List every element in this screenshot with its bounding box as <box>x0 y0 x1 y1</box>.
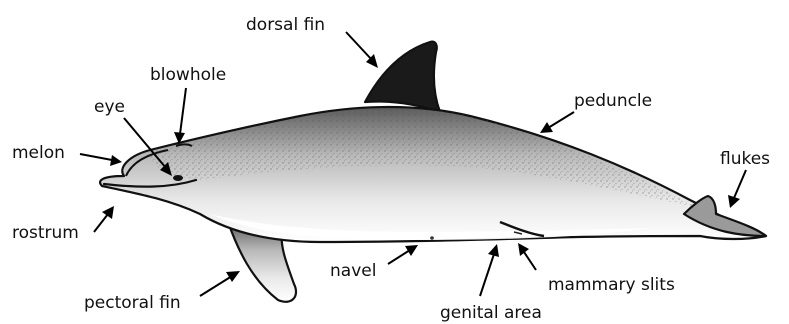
dorsal-fin-arrow <box>346 32 372 60</box>
rostrum-arrow <box>94 214 108 232</box>
label-eye: eye <box>94 97 125 117</box>
dorsal-fin-shape <box>365 42 440 112</box>
eye-shape <box>173 175 183 181</box>
rostrum-arrowhead <box>102 206 114 219</box>
label-blowhole: blowhole <box>150 65 226 85</box>
label-dorsal-fin: dorsal fin <box>246 15 325 35</box>
genital-area-arrow <box>480 254 494 296</box>
mammary-slits-arrow <box>524 252 536 270</box>
peduncle-arrow <box>548 112 574 128</box>
label-peduncle: peduncle <box>574 91 652 111</box>
label-flukes: flukes <box>720 149 770 169</box>
peduncle-arrowhead <box>540 122 553 133</box>
melon-arrow <box>80 154 112 160</box>
melon-arrowhead <box>110 155 122 166</box>
label-genital-area: genital area <box>440 303 542 323</box>
label-melon: melon <box>12 143 65 163</box>
mammary-slits-arrowhead <box>518 243 529 256</box>
pectoral-fin-arrow <box>200 276 232 296</box>
label-rostrum: rostrum <box>12 223 79 243</box>
label-pectoral-fin: pectoral fin <box>84 293 181 313</box>
label-mammary-slits: mammary slits <box>548 275 675 295</box>
navel-arrowhead <box>405 245 418 256</box>
genital-area-arrowhead <box>488 244 499 257</box>
label-navel: navel <box>330 261 376 281</box>
navel-arrow <box>388 250 410 264</box>
pectoral-fin-arrowhead <box>226 271 240 282</box>
flukes-arrow <box>734 170 746 198</box>
blowhole-arrow <box>180 88 186 134</box>
navel-mark <box>430 236 434 240</box>
